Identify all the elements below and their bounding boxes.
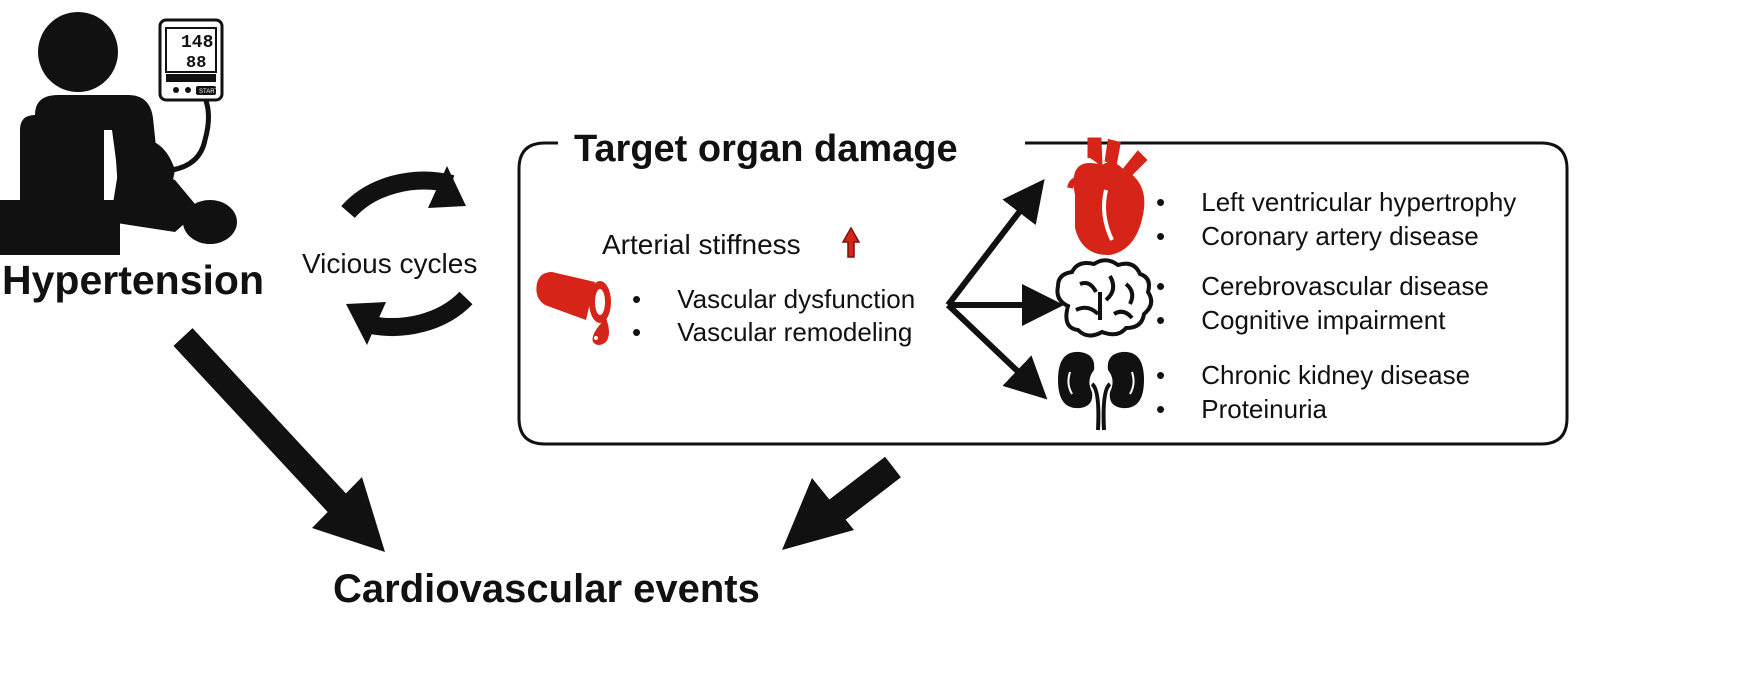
condition-item: • Cerebrovascular disease [1156,271,1489,301]
brain-conditions-list: • Cerebrovascular disease • Cognitive im… [1156,273,1489,341]
kidney-icon [1058,351,1144,431]
artery-icon [536,272,611,345]
cardiovascular-events-label: Cardiovascular events [333,567,760,611]
tod-to-events-arrow [782,456,901,550]
arterial-stiffness-label: Arterial stiffness [602,229,801,260]
vascular-item: • Vascular remodeling [632,317,913,347]
monitor-start-label: START [199,89,218,95]
heart-icon [1067,137,1148,256]
vicious-cycle-icon [341,166,473,345]
target-organ-damage-title: Target organ damage [570,128,962,171]
condition-item: • Cognitive impairment [1156,305,1446,335]
branch-arrows [945,178,1064,400]
cuff-icon [115,97,211,206]
kidney-conditions-list: • Chronic kidney disease • Proteinuria [1156,362,1470,430]
hypertension-label: Hypertension [2,257,264,303]
monitor-diastolic: 88 [186,54,206,73]
target-organ-damage-frame [517,141,1569,446]
brain-icon [1055,258,1154,338]
condition-item: • Proteinuria [1156,394,1327,424]
condition-item: • Coronary artery disease [1156,221,1479,251]
condition-item: • Chronic kidney disease [1156,360,1471,390]
vascular-item: • Vascular dysfunction [632,284,916,314]
heart-conditions-list: • Left ventricular hypertrophy • Coronar… [1156,189,1516,257]
stiffness-increase-icon [841,226,861,258]
condition-item: • Left ventricular hypertrophy [1156,187,1517,217]
vascular-list: • Vascular dysfunction • Vascular remode… [632,286,915,352]
monitor-systolic: 148 [181,33,213,53]
hypertension-to-events-arrow [173,328,385,552]
monitor-display: 148 88 START [181,33,218,95]
vicious-cycles-label: Vicious cycles [302,248,478,279]
bp-monitor-icon [158,18,224,102]
